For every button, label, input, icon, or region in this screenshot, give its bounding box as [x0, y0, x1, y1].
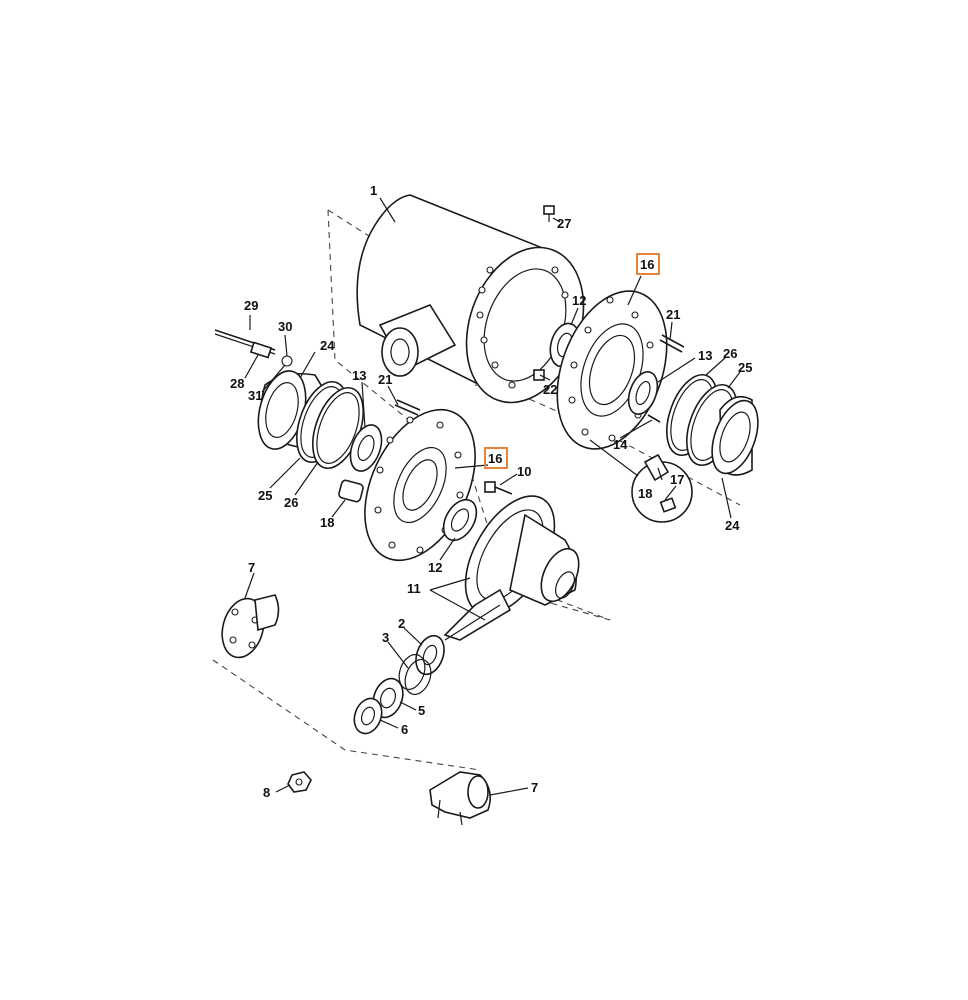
yoke-7-lower: [429, 771, 491, 826]
label-18-left: 18: [320, 515, 334, 530]
label-1: 1: [370, 183, 377, 198]
rings-right: [666, 374, 759, 476]
label-26-right: 26: [723, 346, 737, 361]
label-16-right: 16: [640, 257, 654, 272]
label-25-right: 25: [738, 360, 752, 375]
pin-21-left: [394, 399, 421, 416]
label-5: 5: [418, 703, 425, 718]
highlight-box-16-left: [484, 447, 508, 469]
label-24-left: 24: [320, 338, 335, 353]
label-14: 14: [613, 437, 628, 452]
ring-gear-11: [443, 495, 580, 641]
bearing-12-lower: [442, 498, 478, 542]
label-11: 11: [407, 581, 421, 596]
flange-7-upper: [221, 594, 280, 659]
nut-8: [287, 771, 312, 793]
bolt-10: [484, 481, 513, 495]
label-31: 31: [248, 388, 262, 403]
label-29: 29: [244, 298, 258, 313]
gear-13-left: [349, 424, 383, 472]
label-7-upper: 7: [248, 560, 255, 575]
label-21-right: 21: [666, 307, 680, 322]
inset-detail: [589, 439, 693, 523]
pin-21-right: [659, 334, 685, 353]
label-13-right: 13: [698, 348, 712, 363]
gear-13-right: [627, 371, 659, 415]
label-18-right: 18: [638, 486, 652, 501]
label-13-left: 13: [352, 368, 366, 383]
bolt-22: [533, 369, 545, 381]
label-22: 22: [543, 382, 557, 397]
leader-lines: [244, 197, 741, 796]
label-27: 27: [557, 216, 571, 231]
rod-29: [214, 329, 293, 367]
highlight-box-16-right: [636, 253, 660, 275]
label-7-lower: 7: [531, 780, 538, 795]
bushing-18-left: [338, 479, 364, 503]
label-3: 3: [382, 630, 389, 645]
axle-housing: [356, 194, 585, 404]
label-2: 2: [398, 616, 405, 631]
label-6: 6: [401, 722, 408, 737]
label-12-lower: 12: [428, 560, 442, 575]
label-30: 30: [278, 319, 292, 334]
label-17: 17: [670, 472, 684, 487]
label-26-left: 26: [284, 495, 298, 510]
bearing-2: [415, 634, 445, 676]
label-12-upper: 12: [572, 293, 586, 308]
shim-3: [398, 653, 432, 696]
label-16-left: 16: [488, 451, 502, 466]
label-10: 10: [517, 464, 531, 479]
label-24-right: 24: [725, 518, 740, 533]
label-21-left: 21: [378, 372, 392, 387]
bolt-27: [543, 205, 555, 222]
label-8: 8: [263, 785, 270, 800]
label-25-left: 25: [258, 488, 272, 503]
label-28: 28: [230, 376, 244, 391]
pin-14: [647, 414, 661, 423]
